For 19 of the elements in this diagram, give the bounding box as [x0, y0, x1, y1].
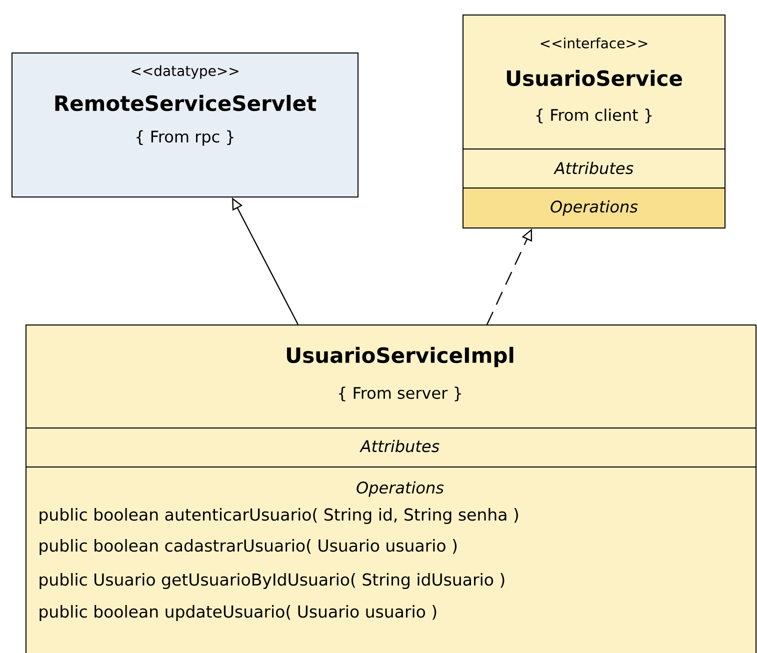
- package-note: { From client }: [536, 108, 652, 124]
- compartment-heading: Attributes: [360, 440, 440, 452]
- class-name: UsuarioService: [506, 70, 682, 86]
- compartment-heading: Operations: [550, 200, 638, 216]
- package-note: { From server }: [339, 386, 461, 402]
- class-name: RemoteServiceServlet: [55, 94, 316, 112]
- compartment-heading: Attributes: [554, 162, 634, 174]
- stereotype-label: <<interface>>: [540, 38, 648, 48]
- class-box: [26, 324, 756, 653]
- method-signature: public Usuario getUsuarioByIdUsuario( String idUsuario ): [40, 573, 504, 589]
- method-signature: public boolean autenticarUsuario( String id, String senha ): [40, 508, 518, 524]
- stereotype-label: <<datatype>>: [132, 65, 238, 79]
- package-note: { From rpc }: [136, 130, 234, 146]
- class-name: UsuarioServiceImpl: [287, 346, 514, 368]
- class-box: [462, 14, 726, 228]
- method-signature: public boolean cadastrarUsuario( Usuario usuario ): [40, 539, 457, 555]
- class-box: [12, 52, 358, 198]
- method-signature: public boolean updateUsuario( Usuario usuario ): [40, 605, 436, 621]
- compartment-heading: Operations: [356, 481, 444, 497]
